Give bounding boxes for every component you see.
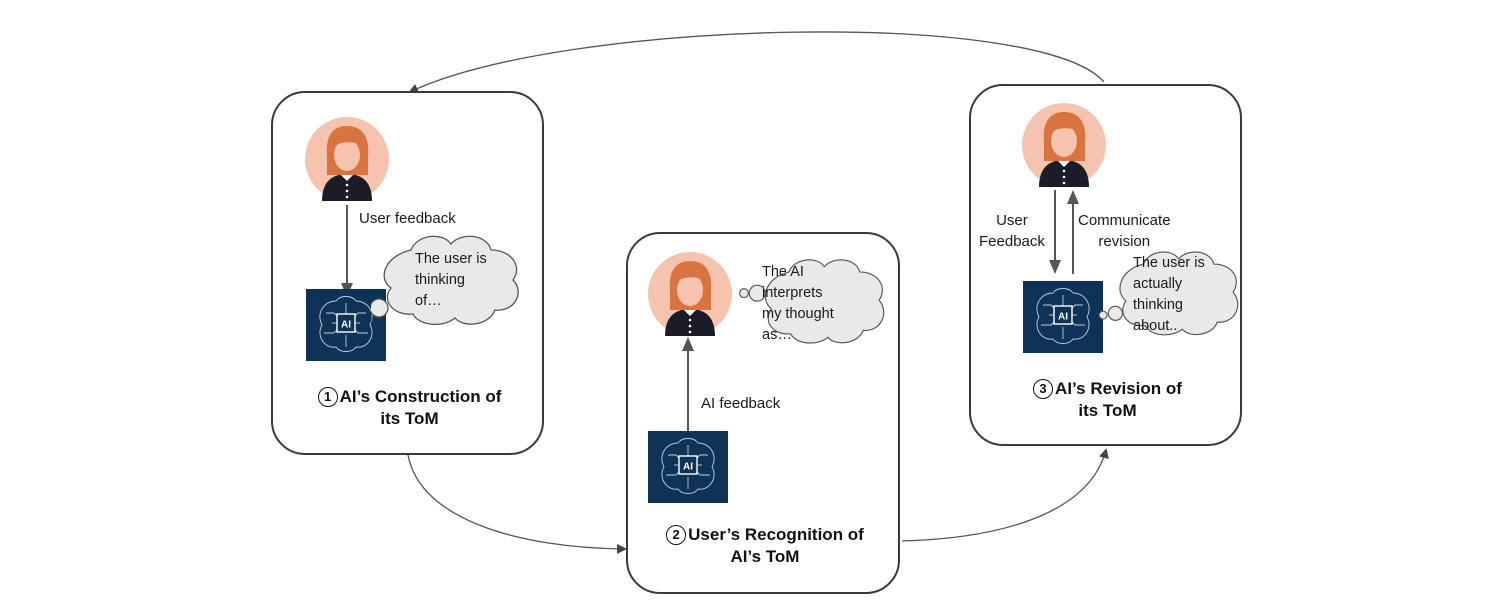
- flow-arrow-1-to-2: [407, 454, 627, 554]
- ai-brain-chip-icon: AI: [648, 431, 728, 503]
- arrow-label-user-feedback: User Feedback: [979, 212, 1045, 250]
- svg-text:AI: AI: [341, 320, 351, 331]
- stage-3-panel: User Feedback Communicate revision AI Th…: [969, 84, 1242, 446]
- thought-text: The AI interprets my thought as…: [762, 264, 834, 343]
- stage-2-panel: The AI interprets my thought as… AI feed…: [626, 232, 900, 594]
- svg-text:AI: AI: [683, 462, 693, 473]
- arrow-up: [682, 337, 694, 431]
- user-avatar-icon: [1022, 103, 1106, 187]
- svg-text:AI: AI: [1058, 312, 1068, 323]
- thought-text: The user is thinking of…: [415, 251, 487, 309]
- arrow-label-communicate-revision: Communicate revision: [1078, 212, 1171, 250]
- ai-brain-chip-icon: AI: [1023, 281, 1103, 353]
- stage-1-panel: User feedback AI The user is thinking of…: [271, 91, 544, 455]
- arrow-down: [1049, 190, 1061, 274]
- thought-cloud-icon: [1098, 251, 1239, 336]
- user-avatar-icon: [305, 117, 389, 201]
- arrow-down: [341, 205, 353, 297]
- arrow-label: User feedback: [359, 210, 456, 227]
- arrow-up: [1067, 190, 1079, 274]
- user-avatar-icon: [648, 252, 732, 336]
- thought-text: The user is actually thinking about..: [1133, 255, 1205, 334]
- arrow-label: AI feedback: [701, 395, 781, 412]
- flow-arrow-3-to-1: [408, 31, 1105, 94]
- thought-cloud-icon: [371, 235, 519, 325]
- thought-cloud-icon: [738, 259, 885, 344]
- flow-arrow-2-to-3: [901, 448, 1109, 542]
